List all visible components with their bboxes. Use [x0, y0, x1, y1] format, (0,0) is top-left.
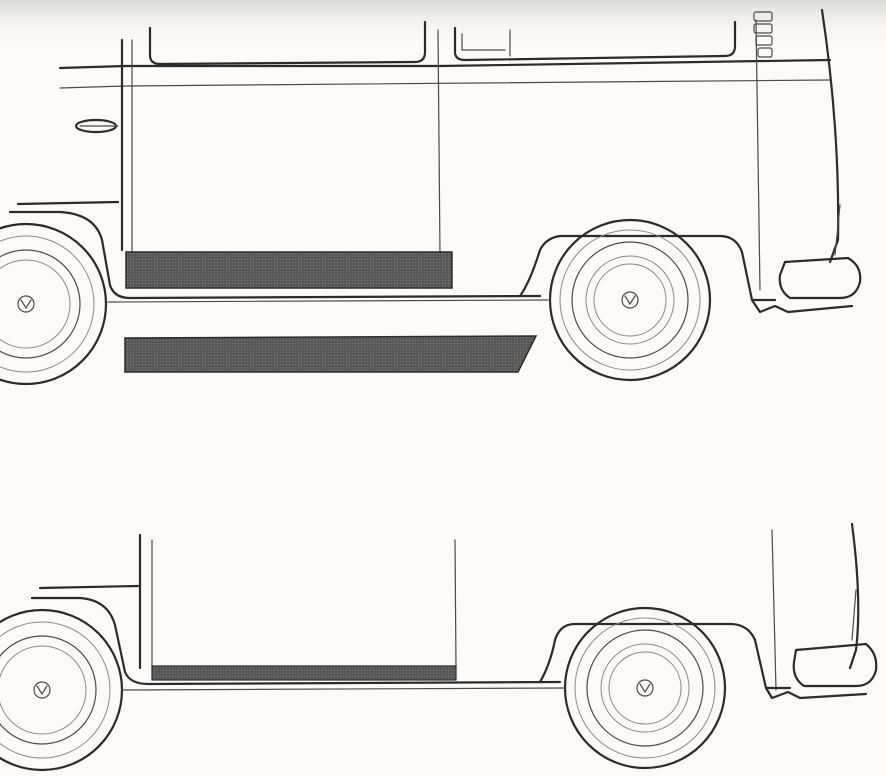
rocker-panel-installed	[125, 251, 453, 289]
upper-rear-wheel-arch	[518, 234, 777, 302]
vw-emblem-icon	[17, 295, 35, 313]
lower-rear-wheel	[563, 606, 727, 770]
upper-front-wheel-arch	[8, 210, 542, 300]
vw-emblem-icon	[621, 291, 639, 309]
lower-rear-corner	[848, 522, 860, 670]
door-handle-icon	[74, 118, 119, 134]
upper-roof-line	[58, 58, 832, 70]
vw-emblem-icon	[636, 679, 654, 697]
upper-window-2	[453, 20, 737, 62]
upper-door-seam	[437, 29, 441, 256]
vw-emblem-icon	[33, 681, 51, 699]
upper-front-wheel	[0, 222, 108, 386]
lower-front-wheel-arch	[30, 596, 562, 686]
rocker-panel-replacement-strip	[124, 335, 538, 373]
lower-door-seam	[454, 539, 457, 669]
lower-rear-wheel-arch	[538, 622, 792, 690]
lower-rear-bumper	[792, 589, 878, 688]
upper-rear-wheel	[548, 218, 712, 382]
rocker-panel-installed	[151, 665, 457, 681]
lower-front-wheel	[0, 608, 124, 772]
lower-view	[0, 522, 878, 772]
upper-rear-bumper	[778, 204, 862, 300]
upper-window-1	[148, 20, 427, 66]
upper-view	[0, 8, 862, 386]
top-shade	[0, 0, 886, 48]
